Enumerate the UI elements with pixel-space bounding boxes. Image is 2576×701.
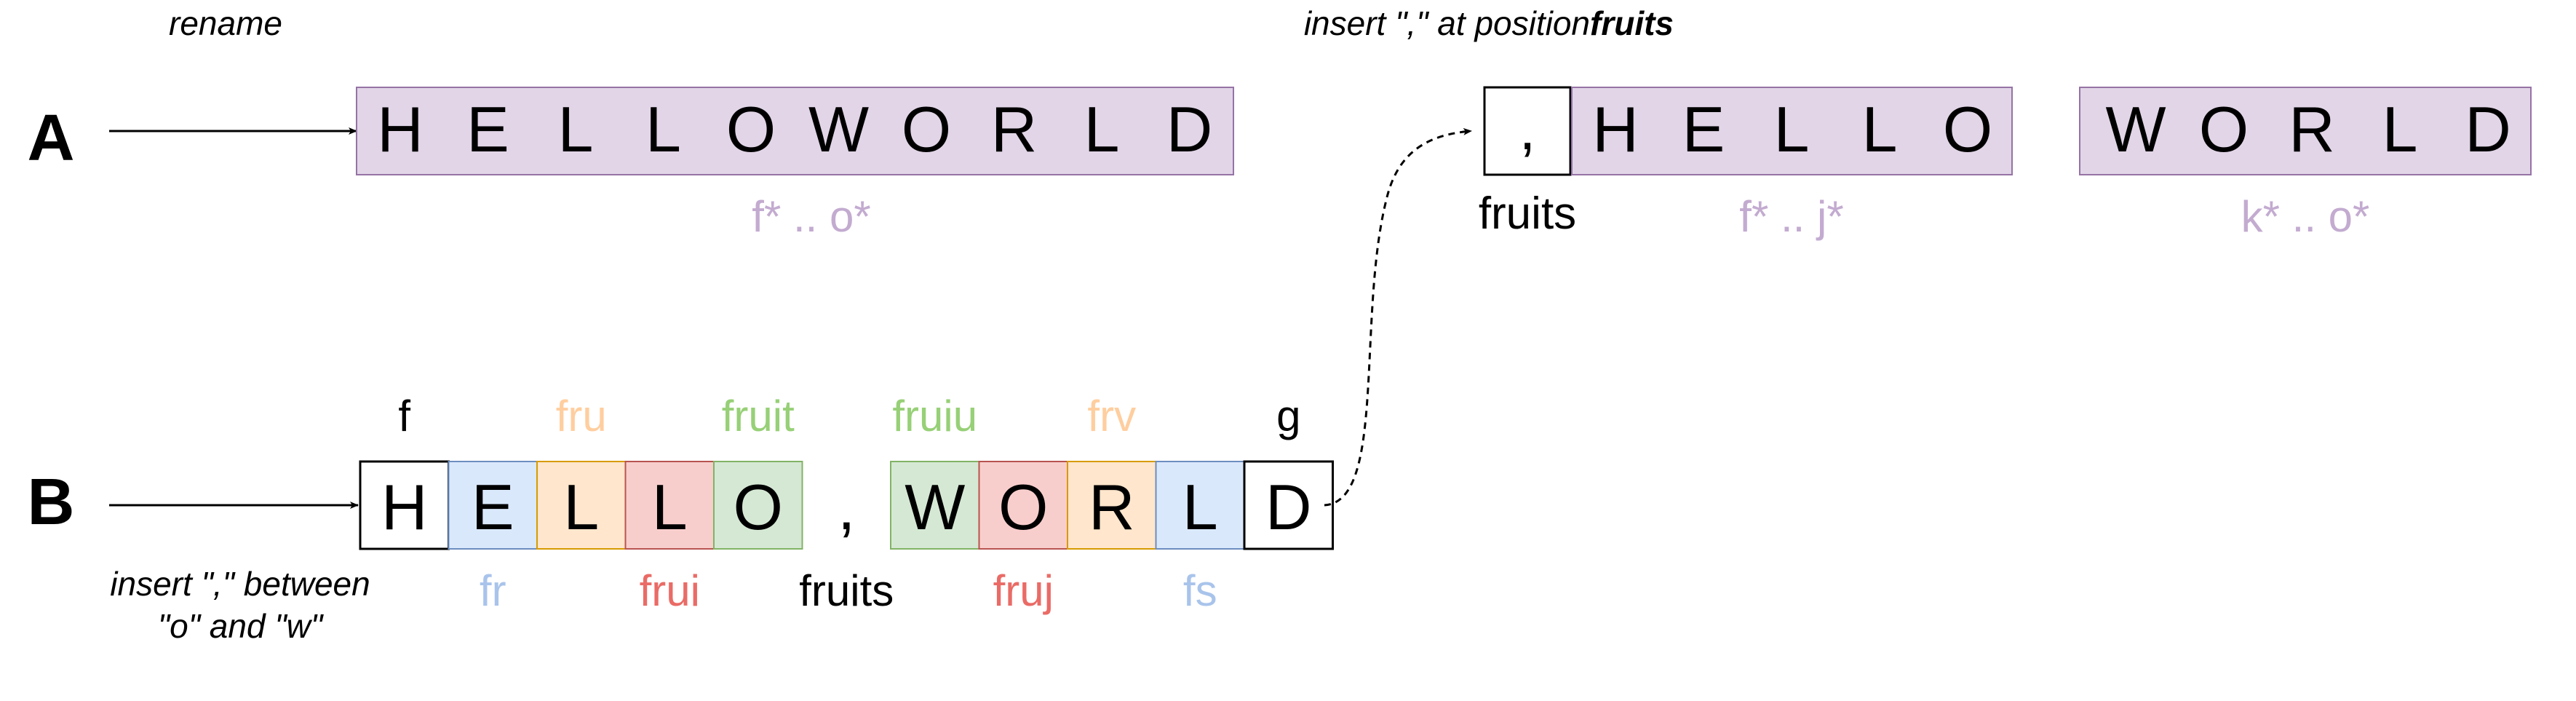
world-letter: R — [2289, 93, 2335, 165]
world-letter: W — [2105, 93, 2166, 165]
row-b-key-label: fruiu — [892, 392, 977, 440]
insert-position-caption: insert "," at position — [1304, 4, 1590, 42]
row-b-char: , — [838, 471, 855, 543]
world-letter: O — [2199, 93, 2249, 165]
row-a-letter: R — [991, 93, 1038, 165]
row-b-char: W — [905, 471, 965, 543]
row-a-letter: W — [808, 93, 869, 165]
comma-char: , — [1519, 96, 1536, 162]
row-b-label: B — [28, 466, 75, 539]
row-b-cell — [1155, 461, 1245, 550]
insert-between-caption-line1: insert "," between — [110, 565, 370, 603]
row-a-letter: L — [558, 93, 594, 165]
row-b-char: L — [563, 471, 599, 543]
row-b-key-label: fruit — [722, 392, 795, 440]
row-a-letter: L — [1084, 93, 1120, 165]
row-b-cell — [448, 461, 538, 550]
insert-between-caption-line2: "o" and "w" — [158, 607, 325, 645]
row-b-key-label: f — [398, 392, 410, 440]
row-a-letter: D — [1166, 93, 1213, 165]
row-a-letter: L — [645, 93, 681, 165]
row-b-key-label: fr — [480, 566, 506, 615]
world-letter: D — [2465, 93, 2511, 165]
row-b-key-label: fruj — [993, 566, 1054, 615]
row-b-cell — [1243, 460, 1334, 550]
world-range-label: k* .. o* — [2241, 192, 2370, 241]
rename-caption: rename — [169, 4, 282, 42]
row-b-cell — [624, 461, 715, 550]
row-b-char: O — [734, 471, 783, 543]
row-b-cell — [978, 461, 1068, 550]
dashed-connector-arrow — [1324, 127, 1472, 507]
world-block — [2079, 87, 2532, 175]
row-a-letter: H — [377, 93, 424, 165]
comma-key-label: fruits — [1479, 189, 1576, 239]
row-b-key-label: frv — [1087, 392, 1136, 440]
insert-position-caption-bold: fruits — [1590, 4, 1674, 42]
row-a-block — [356, 87, 1234, 175]
row-b-key-label: fruits — [799, 566, 894, 615]
row-b-char: L — [1182, 471, 1218, 543]
row-b-key-label: g — [1276, 392, 1300, 440]
row-b-key-label: frui — [640, 566, 700, 615]
row-a-letter: O — [726, 93, 776, 165]
row-a-range-label: f* .. o* — [752, 192, 870, 241]
row-b-cell — [359, 460, 450, 550]
hello-letter: O — [1943, 93, 1992, 165]
row-b-key-label: fru — [556, 392, 607, 440]
row-b-char: H — [381, 471, 428, 543]
row-b-cell — [713, 461, 803, 550]
row-a-letter: O — [902, 93, 951, 165]
row-b-char: O — [998, 471, 1048, 543]
hello-block — [1571, 87, 2013, 175]
row-a-letter: E — [466, 93, 509, 165]
hello-range-label: f* .. j* — [1739, 192, 1843, 241]
row-b-key-label: fs — [1183, 566, 1217, 615]
row-b-char: E — [472, 471, 514, 543]
row-a-label: A — [28, 102, 75, 175]
comma-cell — [1483, 86, 1572, 176]
row-b-cell — [1067, 461, 1157, 550]
hello-letter: L — [1862, 93, 1898, 165]
world-letter: L — [2382, 93, 2418, 165]
hello-letter: L — [1774, 93, 1810, 165]
hello-letter: H — [1592, 93, 1639, 165]
row-b-cell — [536, 461, 627, 550]
row-b-char: D — [1265, 471, 1312, 543]
hello-letter: E — [1682, 93, 1725, 165]
row-b-char: R — [1089, 471, 1135, 543]
row-b-char: L — [652, 471, 688, 543]
